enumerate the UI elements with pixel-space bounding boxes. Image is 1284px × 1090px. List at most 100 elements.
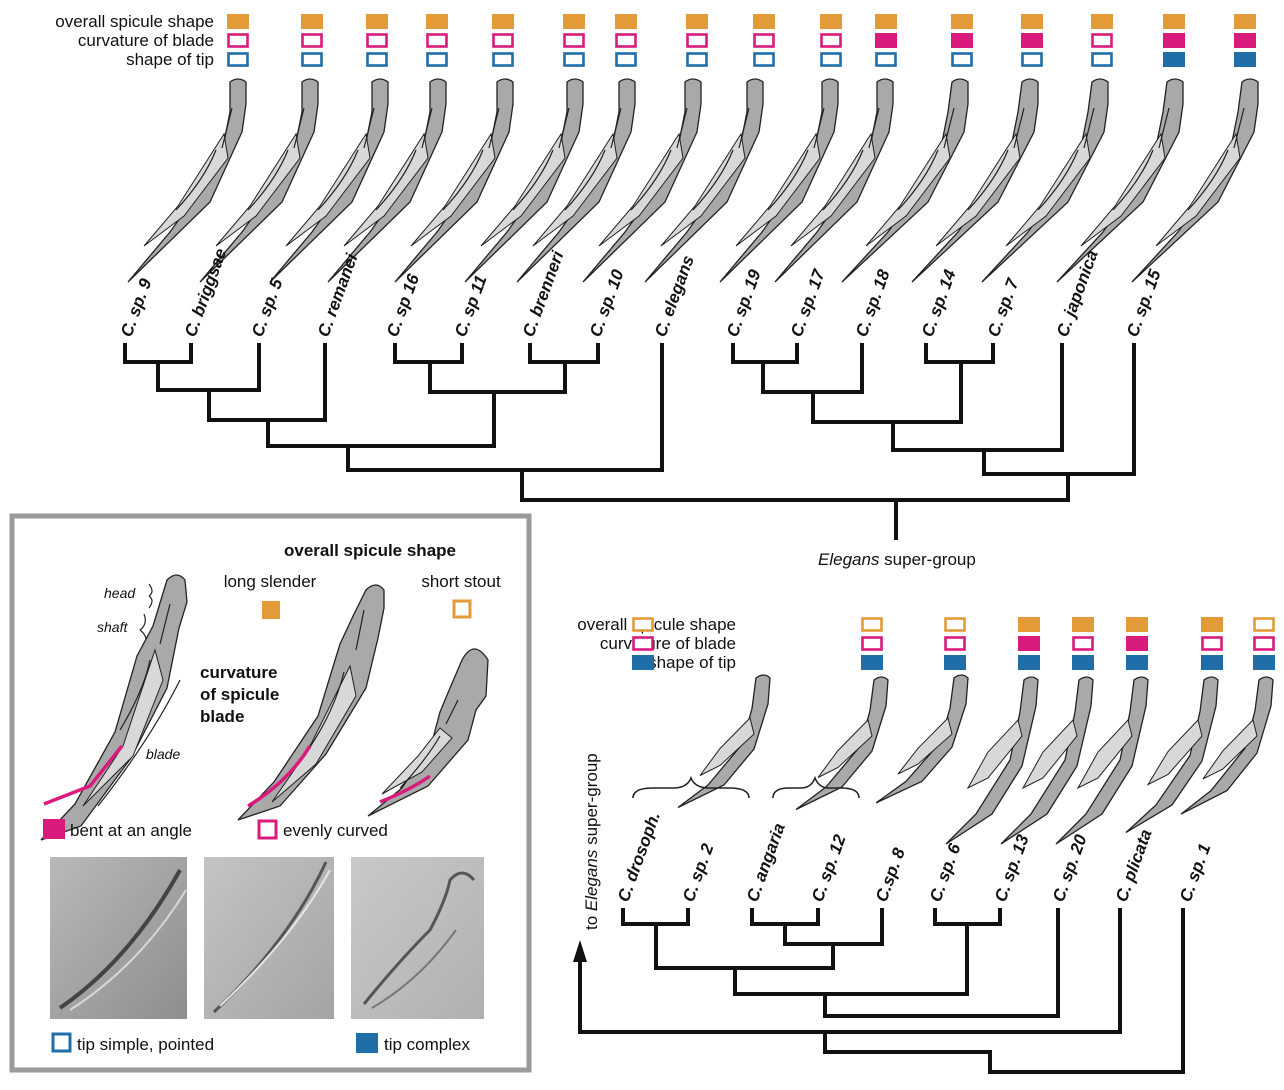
shape-box	[1018, 617, 1040, 632]
head-brace	[148, 583, 153, 609]
curvature-box	[951, 33, 973, 48]
shape-box	[426, 14, 448, 29]
curvature-box	[753, 33, 775, 48]
bottom-label-tip: shape of tip	[648, 653, 736, 672]
tip-box	[1253, 655, 1275, 670]
spicule-drawing	[1000, 676, 1094, 845]
tip-box	[1021, 52, 1043, 67]
curvature-box	[1234, 33, 1256, 48]
spicule-drawing	[1125, 676, 1219, 834]
curly-braces	[632, 775, 860, 799]
legend-spicule-bent	[40, 574, 188, 841]
species-label: C. sp. 15	[1123, 267, 1165, 340]
tip-box	[227, 52, 249, 67]
shape-box	[1091, 14, 1113, 29]
legend-shaft-label: shaft	[97, 619, 128, 635]
elegans-supergroup-label: Elegans super-group	[818, 550, 976, 569]
tip-box	[1234, 52, 1256, 67]
curvature-box	[426, 33, 448, 48]
species-label: C. sp. 18	[852, 267, 894, 340]
spicule-drawing	[1056, 78, 1184, 283]
tip-box	[632, 655, 654, 670]
spicule-drawing	[677, 674, 771, 809]
species-label: C. sp. 12	[808, 832, 850, 905]
legend-evenly-label: evenly curved	[283, 821, 388, 840]
micrograph-complex	[351, 857, 484, 1019]
tip-box	[753, 52, 775, 67]
shape-box	[861, 617, 883, 632]
curvature-box	[820, 33, 842, 48]
bottom-character-boxes	[632, 617, 1275, 670]
tip-box	[1072, 655, 1094, 670]
spicule-drawing	[719, 78, 839, 283]
species-label: C. sp. 10	[586, 267, 628, 340]
species-label: C. sp. 5	[248, 276, 287, 340]
spicule-drawing	[875, 674, 969, 804]
curvature-box	[1021, 33, 1043, 48]
spicule-drawing	[394, 78, 514, 283]
tip-box	[1126, 655, 1148, 670]
legend-blade-label: blade	[146, 746, 180, 762]
shape-box	[632, 617, 654, 632]
spicule-drawing	[516, 78, 636, 283]
legend-short-stout: short stout	[421, 572, 501, 591]
curvature-box	[632, 636, 654, 651]
spicule-drawing	[945, 676, 1039, 845]
legend-long-slender: long slender	[224, 572, 317, 591]
species-label: C. sp 16	[383, 271, 423, 339]
spicule-drawing	[1055, 676, 1149, 845]
micrograph-simple-2	[204, 857, 334, 1019]
shape-box	[615, 14, 637, 29]
shape-box	[1253, 617, 1275, 632]
tip-box	[686, 52, 708, 67]
species-label: C. brenneri	[519, 247, 568, 339]
legend-head-label: head	[104, 585, 136, 601]
species-label: C. sp. 9	[117, 276, 156, 340]
top-label-shape: overall spicule shape	[55, 12, 214, 31]
curvature-box	[1163, 33, 1185, 48]
shape-box	[1126, 617, 1148, 632]
curvature-box	[301, 33, 323, 48]
legend-curvature-title-2: of spicule	[200, 685, 279, 704]
spicule-drawing	[774, 78, 894, 283]
shape-box	[944, 617, 966, 632]
curvature-box	[1018, 636, 1040, 651]
spicule-drawing	[327, 78, 447, 283]
legend-tip-complex-box	[356, 1033, 378, 1053]
tip-box	[1163, 52, 1185, 67]
top-tree	[123, 343, 1136, 540]
shape-box	[753, 14, 775, 29]
curvature-box	[563, 33, 585, 48]
legend-short-stout-box	[452, 599, 472, 619]
spicule-drawing	[1131, 78, 1259, 283]
legend-long-slender-box	[262, 601, 280, 619]
spicule-drawing	[1180, 676, 1274, 815]
bottom-tree	[578, 908, 1185, 1074]
shape-box	[1163, 14, 1185, 29]
species-label: C. sp 11	[451, 273, 491, 340]
curvature-box	[1126, 636, 1148, 651]
shape-box	[563, 14, 585, 29]
legend-curvature-title-3: blade	[200, 707, 244, 726]
tip-box	[301, 52, 323, 67]
species-label: C. sp. 20	[1049, 832, 1091, 905]
legend-tip-simple-label: tip simple, pointed	[77, 1035, 214, 1054]
bottom-label-shape: overall spicule shape	[577, 615, 736, 634]
micrograph-simple-1	[50, 857, 187, 1019]
tip-box	[1201, 655, 1223, 670]
curvature-box	[875, 33, 897, 48]
spicule-drawing	[644, 78, 764, 283]
species-label: C. sp. 7	[984, 275, 1023, 340]
tip-box	[426, 52, 448, 67]
species-label: C. plicata	[1112, 827, 1156, 905]
shape-box	[1072, 617, 1094, 632]
shape-box	[1234, 14, 1256, 29]
spicule-drawing	[464, 78, 584, 283]
spicule-drawing	[127, 78, 247, 283]
tip-box	[875, 52, 897, 67]
top-character-boxes	[227, 14, 1256, 67]
shape-box	[951, 14, 973, 29]
